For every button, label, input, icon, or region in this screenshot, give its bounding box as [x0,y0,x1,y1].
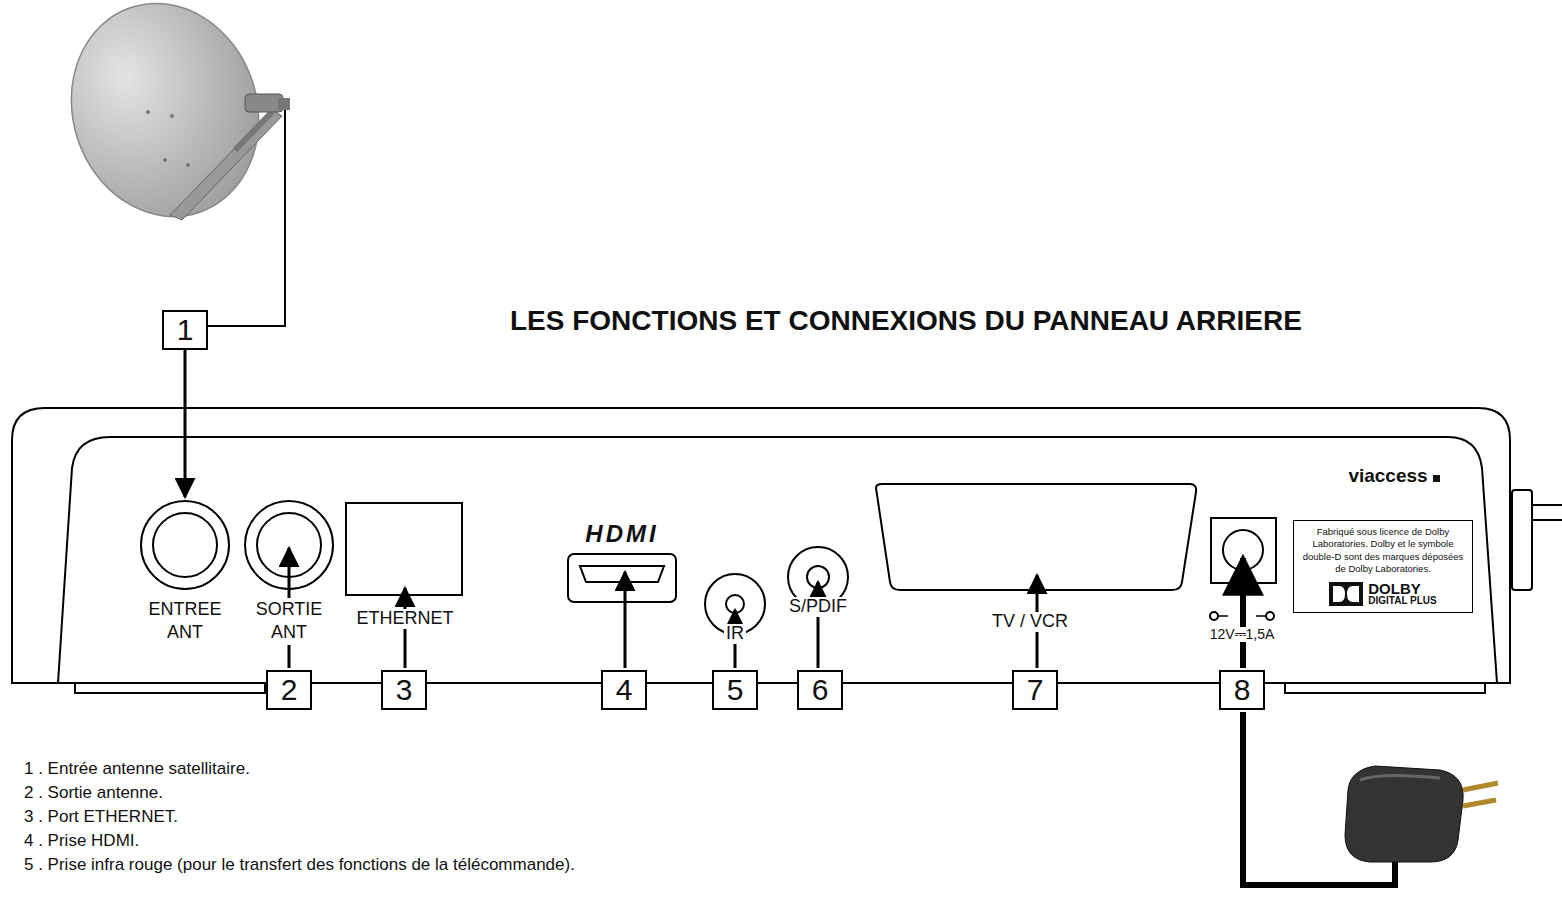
port-label: IR [724,624,746,644]
port-label: ENTREE ANT [141,598,229,645]
callout-number: 4 [601,670,647,710]
callout-text: 3 [396,675,413,705]
list-item: 4 . Prise HDMI. [22,832,141,851]
callout-number: 3 [381,670,427,710]
callout-number: 1 [162,310,208,350]
port-label: ETHERNET [354,609,455,629]
power-label: 12V⎓1,5A [1208,627,1277,642]
list-item: 2 . Sortie antenne. [22,784,165,803]
callout-text: 6 [812,675,829,705]
diagram-title: LES FONCTIONS ET CONNEXIONS DU PANNEAU A… [510,306,1302,337]
list-item: 3 . Port ETHERNET. [22,808,180,827]
callout-number: 2 [266,670,312,710]
dolby-wordmark: DOLBYDIGITAL PLUS [1368,581,1437,606]
dolby-word: DOLBY [1368,581,1437,596]
list-item: 5 . Prise infra rouge (pour le transfert… [22,856,577,875]
double-d-symbol [1329,582,1363,606]
callout-number: 5 [712,670,758,710]
hdmi-logo: HDMI [583,521,660,547]
callout-text: 1 [177,315,194,345]
callout-text: 4 [616,675,633,705]
port-label: TV / VCR [990,612,1070,632]
receiver-housing [12,408,1562,693]
brand-logo: viaccess [1346,466,1429,487]
callout-number: 8 [1219,670,1265,710]
port-label: S/PDIF [787,597,849,617]
dolby-box: Fabriqué sous licence de Dolby Laborator… [1293,520,1473,613]
callout-text: 2 [281,675,298,705]
dolby-logo: DOLBYDIGITAL PLUS [1298,581,1468,606]
antenna-cable [208,110,285,326]
list-item: 1 . Entrée antenne satellitaire. [22,760,252,779]
callout-text: 5 [727,675,744,705]
callout-text: 7 [1027,675,1044,705]
callout-number: 7 [1012,670,1058,710]
dolby-subword: DIGITAL PLUS [1368,596,1437,606]
port-label: SORTIE ANT [245,598,333,645]
leader-arrows [185,350,1037,668]
licence-text: Fabriqué sous licence de Dolby Laborator… [1298,526,1468,575]
callout-number: 6 [797,670,843,710]
brand-mark [1433,475,1440,482]
satellite-dish [44,0,290,241]
callout-text: 8 [1234,675,1251,705]
